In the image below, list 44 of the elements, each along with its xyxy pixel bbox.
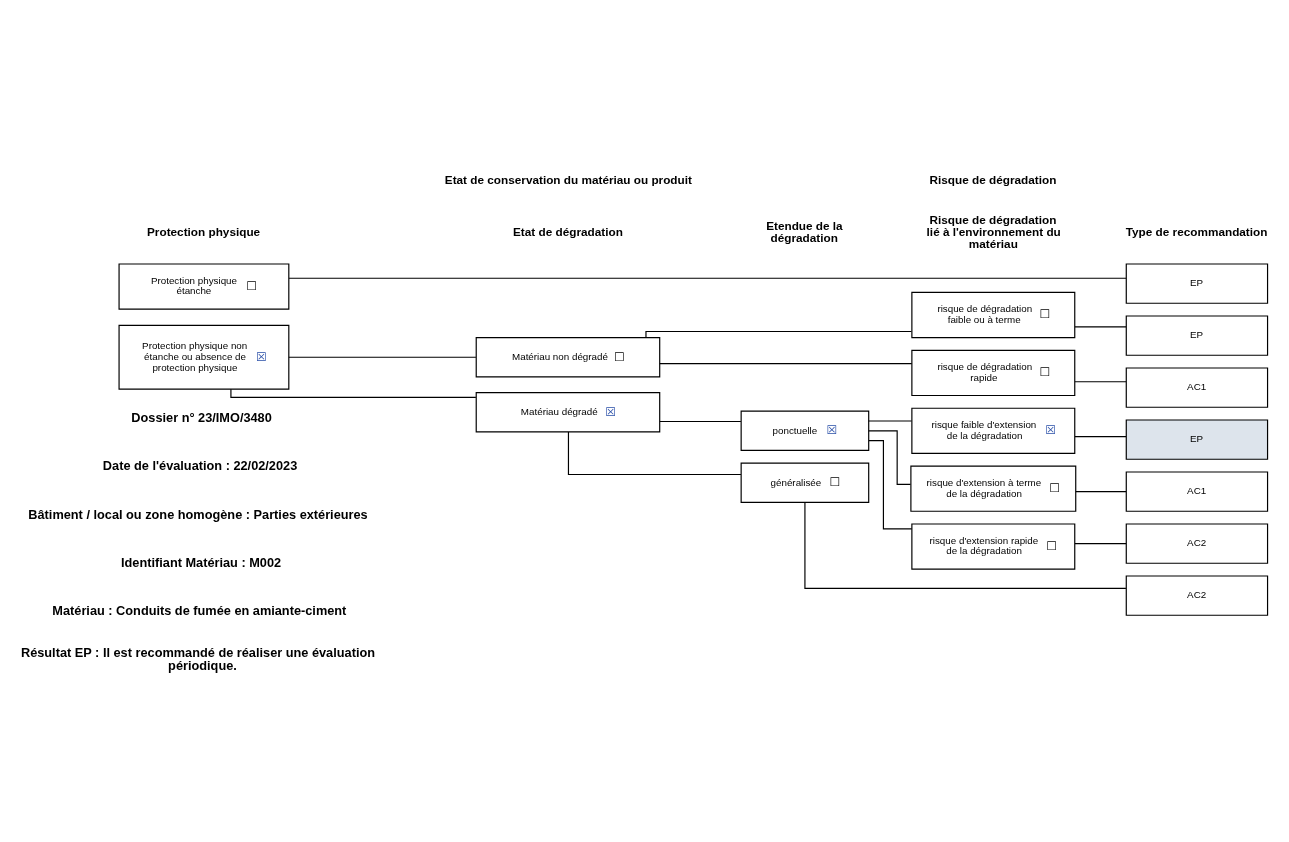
connector (659, 363, 913, 365)
label: Type de recommandation (1125, 224, 1268, 238)
node-box: risque d'extension rapide de la dégradation ☐ (911, 523, 1076, 570)
node-box: EP (1125, 315, 1269, 356)
connector (868, 420, 913, 422)
connector (868, 430, 912, 485)
label: Risque de dégradation lié à l'environnement du matériau (926, 213, 1061, 250)
connector (1074, 436, 1127, 438)
connector (804, 502, 1127, 589)
node-box: généralisée ☐ (740, 462, 870, 504)
label: Matériau : Conduits de fumée en amiante-ciment (52, 602, 347, 618)
node-box: AC1 (1125, 471, 1269, 512)
connector (288, 277, 1127, 279)
connector (1074, 326, 1127, 328)
label: Etat de dégradation (513, 224, 623, 238)
connector (567, 431, 742, 476)
node-box: EP (1125, 419, 1269, 460)
label: Bâtiment / local ou zone homogène : Parties extérieures (28, 506, 368, 522)
node-box: AC1 (1125, 367, 1269, 408)
label: Date de l'évaluation : 22/02/2023 (102, 458, 298, 474)
label: Etendue de la dégradation (766, 219, 843, 245)
connector (1074, 543, 1127, 545)
node-box: risque faible d'extension de la dégradation ☒ (911, 407, 1076, 454)
connector (288, 356, 477, 358)
label: Etat de conservation du matériau ou produit (444, 172, 692, 186)
node-box: EP (1125, 263, 1269, 304)
node-box: Matériau dégradé ☒ (475, 391, 661, 433)
label: Protection physique (147, 224, 261, 238)
node-box: AC2 (1125, 523, 1269, 564)
label: Résultat EP : Il est recommandé de réaliser une évaluation périodique. (20, 644, 376, 673)
connector (1075, 491, 1127, 493)
connector (868, 440, 913, 530)
label: Identifiant Matériau : M002 (121, 554, 282, 570)
label: Dossier n° 23/IMO/3480 (131, 410, 272, 426)
node-box: ponctuelle ☒ (740, 410, 870, 452)
node-box: risque d'extension à terme de la dégradation ☐ (910, 465, 1077, 512)
connector (1074, 381, 1127, 383)
connector (659, 420, 742, 423)
node-box: Matériau non dégradé ☐ (475, 337, 661, 378)
node-box: AC2 (1125, 575, 1269, 616)
connector (645, 330, 913, 339)
connector (230, 388, 477, 399)
label: Risque de dégradation (929, 172, 1057, 186)
node-box: Protection physique non étanche ou absence de protection physique ☒ (118, 324, 290, 390)
